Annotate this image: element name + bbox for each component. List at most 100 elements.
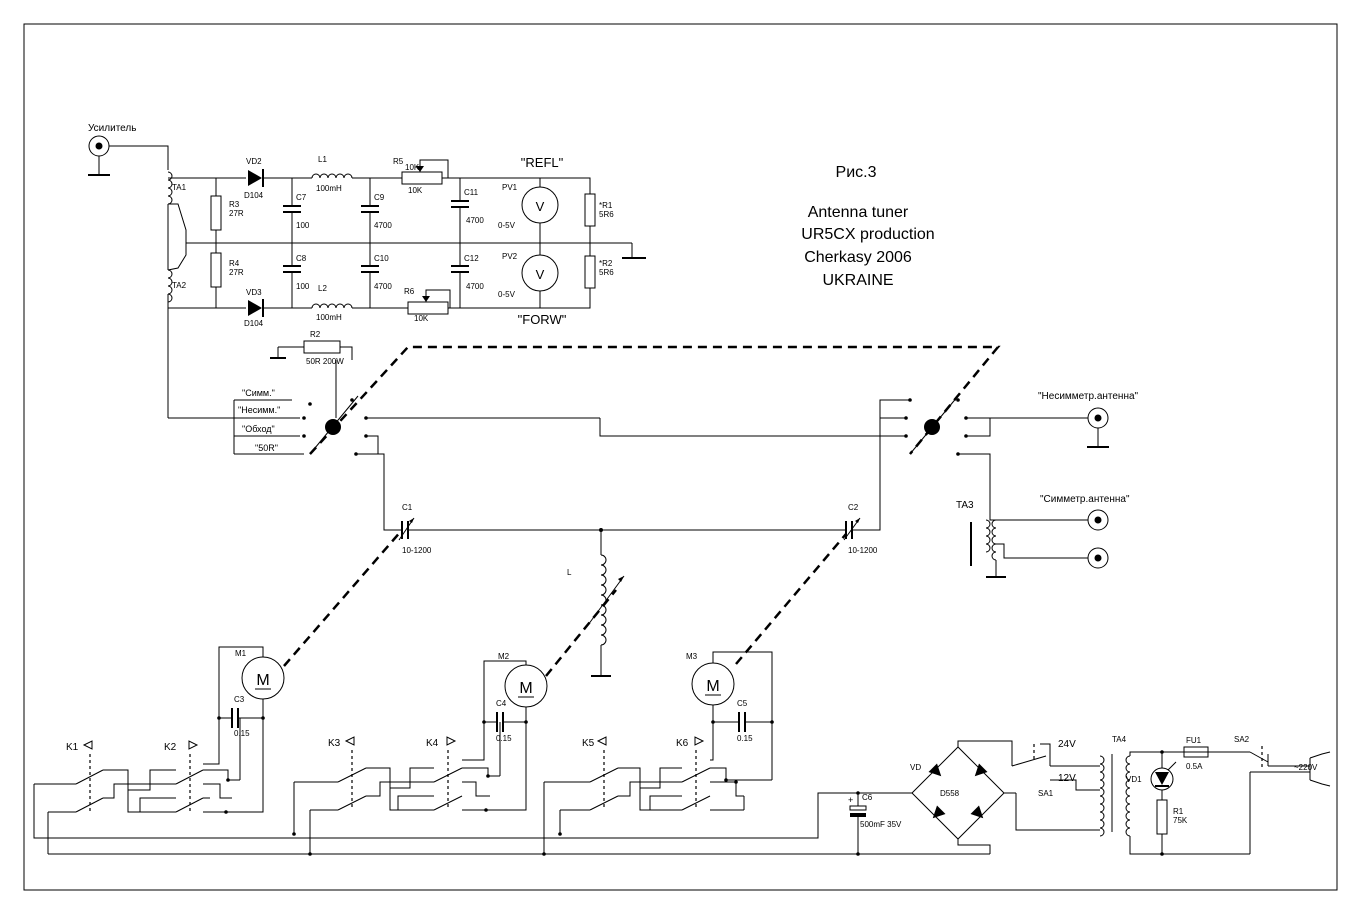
motor-m2: M M2 C4 0.15 (482, 652, 548, 743)
c2-label: C2 (848, 503, 859, 512)
c5-value: 0.15 (737, 734, 753, 743)
swr-meter-block: TA1 TA2 R3 27R R4 27R VD2 D104 (167, 155, 646, 418)
title-line-3: Cherkasy 2006 (804, 249, 912, 266)
refl-label: "REFL" (521, 155, 564, 170)
c11-label: C11 (464, 188, 479, 197)
bridge-type: D558 (940, 789, 960, 798)
k3-label: K3 (328, 738, 341, 749)
mode-switch-left: R2 50R 200W "Симм." "Несимм." "Обход" "5… (168, 330, 880, 531)
l-label: L (567, 568, 572, 577)
m2-label: M2 (498, 652, 510, 661)
r1-shunt-value: 5R6 (599, 210, 614, 219)
balun-ta3: TA3 (956, 500, 1088, 578)
c1-label: C1 (402, 503, 413, 512)
l1-value: 100mH (316, 184, 342, 193)
r5-value: 10K (408, 186, 423, 195)
m3-symbol: M (706, 678, 719, 695)
v12-label: 12V (1058, 773, 1076, 784)
r6-label: R6 (404, 287, 415, 296)
title-line-2: UR5CX production (801, 226, 934, 243)
c9-value: 4700 (374, 221, 392, 230)
r1-supply-label: R1 (1173, 807, 1184, 816)
pv2-label: PV2 (502, 252, 518, 261)
r2-shunt-value: 5R6 (599, 268, 614, 277)
pv1-label: PV1 (502, 183, 518, 192)
pos-50r: "50R" (255, 443, 278, 453)
c5-label: C5 (737, 699, 748, 708)
pos-nesymm: "Несимм." (238, 405, 280, 415)
vd2-label: VD2 (246, 157, 262, 166)
c12-label: C12 (464, 254, 479, 263)
v24-label: 24V (1058, 739, 1076, 750)
m3-drive-link (735, 533, 847, 665)
fu1-label: FU1 (1186, 736, 1202, 745)
ta3-label: TA3 (956, 500, 974, 511)
vd3-label: VD3 (246, 288, 262, 297)
power-supply: + C6 500mF 35V VD D558 24V 12V SA1 TA4 (848, 735, 1331, 856)
mode-switch-right (870, 395, 1088, 531)
k1-label: K1 (66, 742, 79, 753)
forw-label: "FORW" (518, 312, 567, 327)
title-line-4: UKRAINE (822, 272, 893, 289)
l2-label: L2 (318, 284, 327, 293)
c12-value: 4700 (466, 282, 484, 291)
r1-supply-value: 75K (1173, 816, 1188, 825)
r6-value: 10K (414, 314, 429, 323)
vd3-type: D104 (244, 319, 264, 328)
load-r2-label: R2 (310, 330, 321, 339)
sa2-label: SA2 (1234, 735, 1250, 744)
k2-label: K2 (164, 742, 177, 753)
c6-label: C6 (862, 793, 873, 802)
c10-value: 4700 (374, 282, 392, 291)
svg-text:+: + (848, 795, 853, 805)
title-block: Рис.3 Antenna tuner UR5CX production Che… (801, 164, 934, 289)
ta1-label: TA1 (172, 183, 187, 192)
pv2-symbol: V (536, 267, 545, 282)
switch-gang-link (309, 345, 1001, 455)
load-r2-value: 50R 200W (306, 357, 344, 366)
l1-label: L1 (318, 155, 327, 164)
unbalanced-label: "Несимметр.антенна" (1038, 391, 1139, 402)
amplifier-label: Усилитель (88, 123, 136, 134)
ta2-label: TA2 (172, 281, 187, 290)
amplifier-connector: Усилитель (88, 123, 169, 176)
supply-buses (34, 791, 990, 856)
r3-value: 27R (229, 209, 244, 218)
k5-label: K5 (582, 738, 595, 749)
c7-value: 100 (296, 221, 310, 230)
r3-label: R3 (229, 200, 240, 209)
tuner-network: C1 10-1200 C2 10-1200 L (395, 503, 878, 677)
r4-label: R4 (229, 259, 240, 268)
c4-value: 0.15 (496, 734, 512, 743)
c7-label: C7 (296, 193, 307, 202)
m1-symbol: M (256, 672, 269, 689)
c10-label: C10 (374, 254, 389, 263)
l2-value: 100mH (316, 313, 342, 322)
sa1-label: SA1 (1038, 789, 1054, 798)
k4-label: K4 (426, 738, 439, 749)
c1-value: 10-1200 (402, 546, 432, 555)
r5-value-top: 10K (405, 163, 420, 172)
c2-value: 10-1200 (848, 546, 878, 555)
c8-value: 100 (296, 282, 310, 291)
r4-value: 27R (229, 268, 244, 277)
motor-m1-buttons: K1 K2 (33, 718, 264, 854)
motor-m3-buttons: K5 K6 (543, 722, 773, 854)
vd1-label: VD1 (1126, 775, 1142, 784)
m1-drive-link (283, 529, 403, 667)
pos-symm: "Симм." (242, 388, 275, 398)
mains-label: ~220V (1294, 763, 1318, 772)
c6-value: 500mF 35V (860, 820, 902, 829)
balanced-label: "Симметр.антенна" (1040, 494, 1130, 505)
r1-shunt-label: *R1 (599, 201, 613, 210)
motor-m3: M M3 C5 0.15 (686, 651, 774, 743)
pv1-range: 0-5V (498, 221, 516, 230)
sheet-border (23, 23, 1338, 891)
m2-symbol: M (519, 680, 532, 697)
c8-label: C8 (296, 254, 307, 263)
k6-label: K6 (676, 738, 689, 749)
c11-value: 4700 (466, 216, 484, 225)
figure-number: Рис.3 (836, 164, 877, 181)
